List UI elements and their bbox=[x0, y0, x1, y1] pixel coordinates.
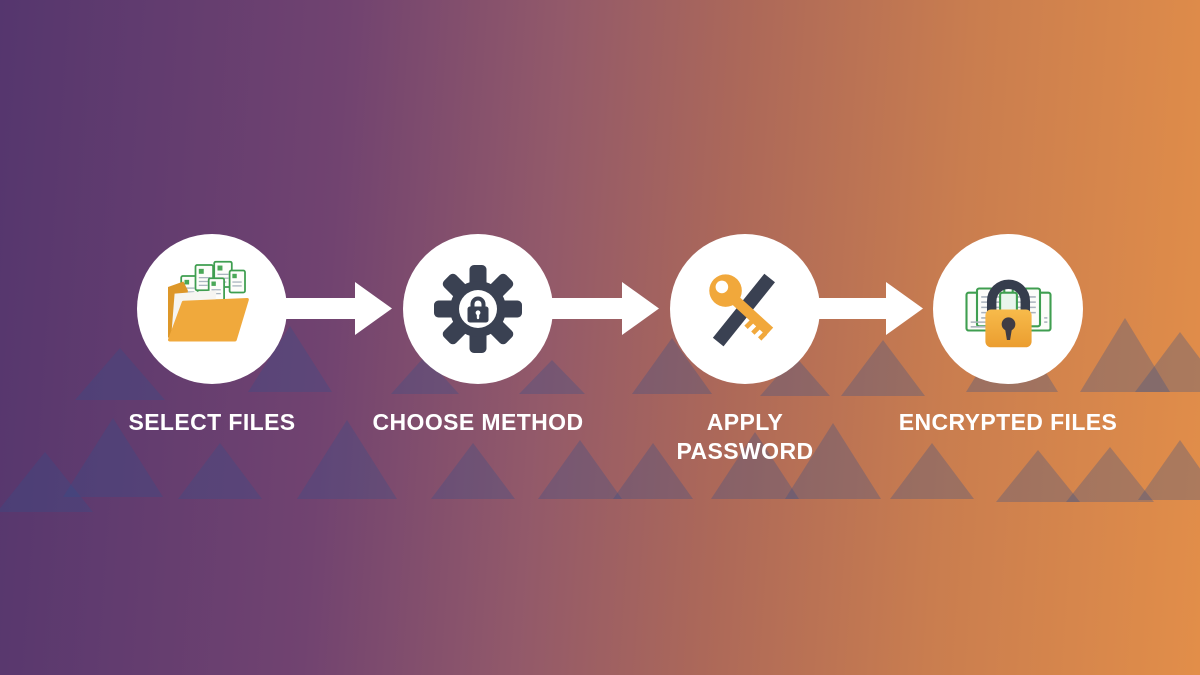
folder-with-files-icon bbox=[168, 260, 249, 342]
arrow-right-icon bbox=[281, 282, 392, 335]
arrow-right-icon bbox=[812, 282, 923, 335]
step-label-choose-method: CHOOSE METHOD bbox=[372, 409, 584, 435]
step-circle bbox=[403, 234, 553, 384]
padlock-files-icon bbox=[964, 279, 1052, 347]
step-label-encrypted-files: ENCRYPTED FILES bbox=[898, 409, 1118, 435]
arrow-right-icon bbox=[548, 282, 659, 335]
step-select-files: SELECT FILES bbox=[128, 234, 295, 437]
step-circle bbox=[137, 234, 287, 384]
step-label-select-files: SELECT FILES bbox=[128, 409, 296, 435]
step-circle bbox=[670, 234, 820, 384]
step-encrypted-files: ENCRYPTED FILES bbox=[899, 234, 1117, 437]
gear-lock-icon bbox=[434, 265, 522, 353]
step-circle bbox=[933, 234, 1083, 384]
step-label-apply-password: APPLY PASSWORD bbox=[676, 409, 814, 464]
step-choose-method: CHOOSE METHOD bbox=[373, 234, 583, 437]
key-icon bbox=[708, 273, 775, 346]
step-apply-password: APPLY PASSWORD bbox=[670, 234, 820, 466]
